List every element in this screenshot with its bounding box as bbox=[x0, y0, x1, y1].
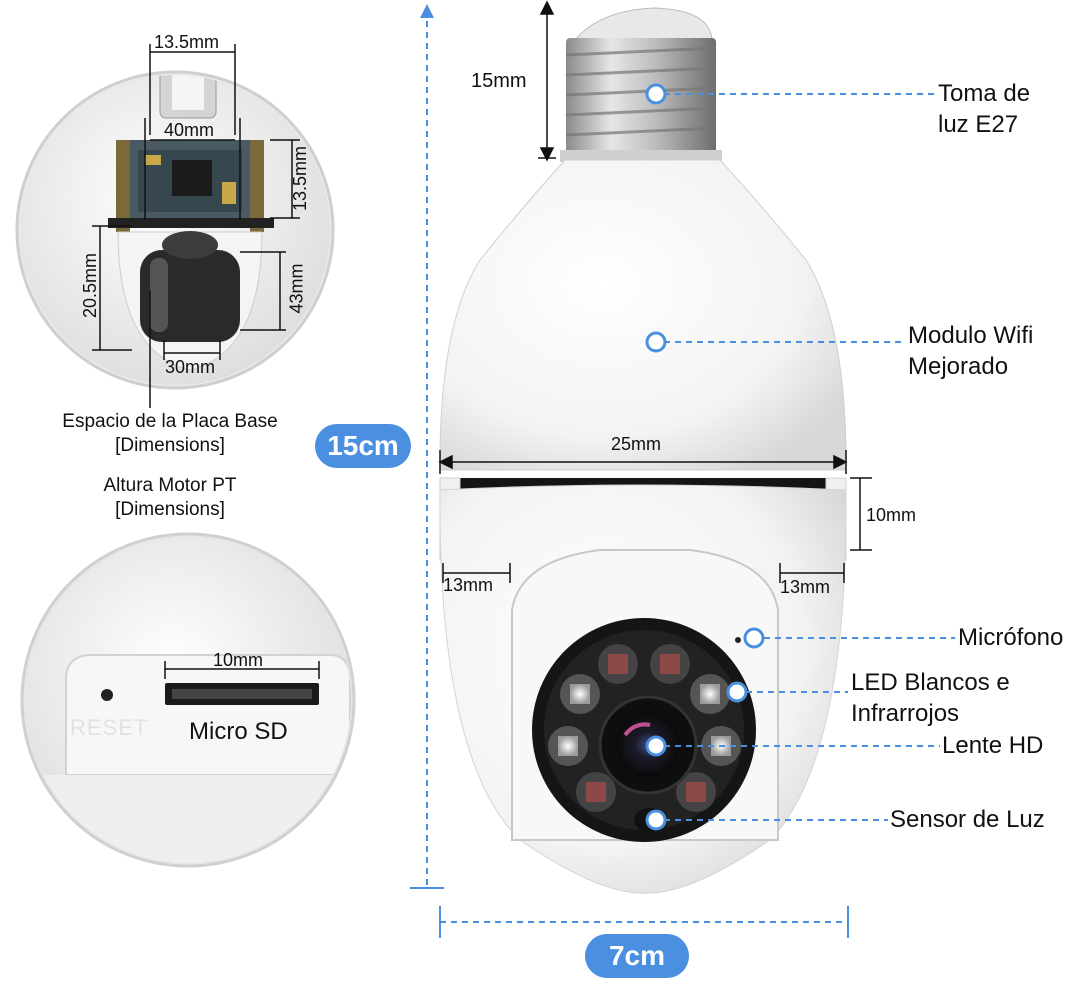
caption-pcb: Espacio de la Placa Base [Dimensions] bbox=[25, 410, 315, 458]
label-socket-line2: luz E27 bbox=[938, 111, 1019, 138]
callout-dot-icon bbox=[743, 627, 765, 649]
dim-motor-left: 20.5mm bbox=[80, 252, 101, 319]
led-array bbox=[548, 644, 741, 812]
callout-dot-icon bbox=[726, 681, 748, 703]
caption-motor-line1: Altura Motor PT bbox=[103, 475, 237, 496]
bulb-camera bbox=[439, 7, 847, 894]
label-wifi-line2: Mejorado bbox=[908, 353, 1009, 380]
callout-dot-icon bbox=[645, 809, 667, 831]
dim-pcb-height: 13.5mm bbox=[290, 145, 311, 212]
pcb-inset bbox=[15, 44, 335, 408]
dim-motor-bottom: 30mm bbox=[165, 357, 216, 377]
label-led-line2: Infrarrojos bbox=[851, 700, 960, 727]
dim-pcb-width: 40mm bbox=[164, 120, 215, 140]
dim-band-height: 10mm bbox=[866, 505, 917, 525]
dim-sd-slot: 10mm bbox=[213, 650, 264, 670]
label-socket: Toma de luz E27 bbox=[938, 78, 1030, 140]
dim-side-left: 13mm bbox=[443, 575, 494, 595]
height-total-pill: 15cm bbox=[315, 424, 411, 468]
callout-lines bbox=[664, 93, 955, 821]
sd-inset bbox=[20, 532, 356, 868]
label-wifi-line1: Modulo Wifi bbox=[908, 322, 1034, 349]
overall-dimension-lines bbox=[410, 4, 849, 938]
label-led: LED Blancos e Infrarrojos bbox=[851, 667, 1010, 729]
reset-hole-icon bbox=[101, 689, 113, 701]
width-total-pill: 7cm bbox=[585, 934, 689, 978]
label-socket-line1: Toma de bbox=[938, 80, 1031, 107]
micro-sd-label: Micro SD bbox=[189, 718, 288, 745]
caption-motor: Altura Motor PT [Dimensions] bbox=[25, 474, 315, 522]
callout-dots bbox=[645, 83, 765, 831]
caption-motor-line2: [Dimensions] bbox=[115, 499, 225, 520]
label-led-line1: LED Blancos e bbox=[851, 669, 1010, 696]
callout-dot-icon bbox=[645, 735, 667, 757]
label-lens: Lente HD bbox=[942, 732, 1044, 759]
reset-label: RESET bbox=[70, 715, 149, 740]
label-wifi: Modulo Wifi Mejorado bbox=[908, 320, 1033, 382]
main-dimension-lines bbox=[438, 0, 872, 583]
dim-pcb-top: 13.5mm bbox=[154, 32, 220, 52]
callout-dot-icon bbox=[645, 331, 667, 353]
callout-dot-icon bbox=[645, 83, 667, 105]
caption-pcb-line2: [Dimensions] bbox=[115, 435, 225, 456]
label-light-sensor: Sensor de Luz bbox=[890, 806, 1045, 833]
label-mic: Micrófono bbox=[958, 624, 1064, 651]
caption-pcb-line1: Espacio de la Placa Base bbox=[62, 411, 278, 432]
dim-side-right: 13mm bbox=[780, 577, 831, 597]
dim-socket-height: 15mm bbox=[471, 70, 527, 92]
dim-motor-right: 43mm bbox=[286, 263, 307, 314]
dim-band-width: 25mm bbox=[611, 434, 662, 454]
